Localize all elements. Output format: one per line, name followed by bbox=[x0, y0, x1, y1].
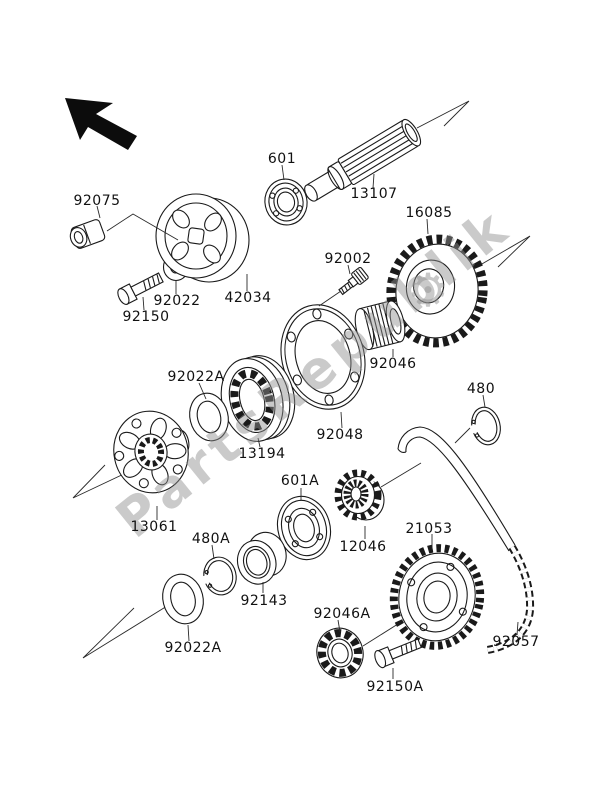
part-16085-drawing bbox=[386, 234, 488, 348]
part-92150A-drawing bbox=[374, 638, 422, 669]
part-12046-drawing bbox=[334, 469, 385, 521]
part-label-92150A: 92150A bbox=[366, 679, 423, 695]
part-labels: 92075 601 13107 16085 92002 92022 42034 … bbox=[73, 151, 539, 695]
part-label-480A: 480A bbox=[192, 531, 230, 547]
watermark-logo-icon: ⚙ bbox=[407, 263, 448, 317]
part-label-92075: 92075 bbox=[73, 193, 120, 209]
part-13194-drawing bbox=[220, 355, 296, 442]
part-label-92022A-lower: 92022A bbox=[164, 640, 221, 656]
part-label-92150: 92150 bbox=[122, 309, 169, 325]
part-92057-drawing bbox=[397, 426, 535, 654]
part-601A-drawing bbox=[276, 495, 332, 561]
part-label-13107: 13107 bbox=[350, 186, 397, 202]
part-480-drawing bbox=[469, 406, 501, 446]
part-label-21053: 21053 bbox=[405, 521, 452, 537]
part-label-16085: 16085 bbox=[405, 205, 452, 221]
part-92048-drawing bbox=[280, 304, 366, 410]
part-92002-drawing bbox=[338, 266, 369, 296]
part-label-92057: 92057 bbox=[492, 634, 539, 650]
part-92075-drawing bbox=[69, 219, 106, 249]
part-label-12046: 12046 bbox=[339, 539, 386, 555]
part-label-601: 601 bbox=[268, 151, 296, 167]
part-92046-drawing bbox=[354, 300, 406, 351]
part-42034-drawing bbox=[155, 193, 250, 283]
part-label-92002: 92002 bbox=[324, 251, 371, 267]
part-92022A-lower-drawing bbox=[162, 573, 204, 625]
part-label-92048: 92048 bbox=[316, 427, 363, 443]
part-label-92022: 92022 bbox=[153, 293, 200, 309]
part-label-480: 480 bbox=[467, 381, 495, 397]
part-label-92143: 92143 bbox=[240, 593, 287, 609]
part-label-13061: 13061 bbox=[130, 519, 177, 535]
part-92150-drawing bbox=[117, 272, 164, 305]
part-label-601A: 601A bbox=[281, 473, 319, 489]
leader-lines bbox=[96, 164, 519, 679]
part-92022A-upper-drawing bbox=[189, 392, 229, 442]
part-label-42034: 42034 bbox=[224, 290, 271, 306]
part-601-drawing bbox=[264, 178, 308, 226]
part-label-92022A-upper: 92022A bbox=[167, 369, 224, 385]
part-480A-drawing bbox=[201, 556, 237, 596]
part-13061-drawing bbox=[113, 410, 190, 494]
part-21053-drawing bbox=[389, 544, 485, 650]
direction-arrow-icon bbox=[65, 98, 137, 150]
part-label-92046: 92046 bbox=[369, 356, 416, 372]
part-label-92046A: 92046A bbox=[313, 606, 370, 622]
part-92143-drawing bbox=[236, 531, 287, 585]
part-92046A-drawing bbox=[316, 627, 364, 679]
part-13107-drawing bbox=[304, 118, 422, 202]
part-label-13194: 13194 bbox=[238, 446, 285, 462]
